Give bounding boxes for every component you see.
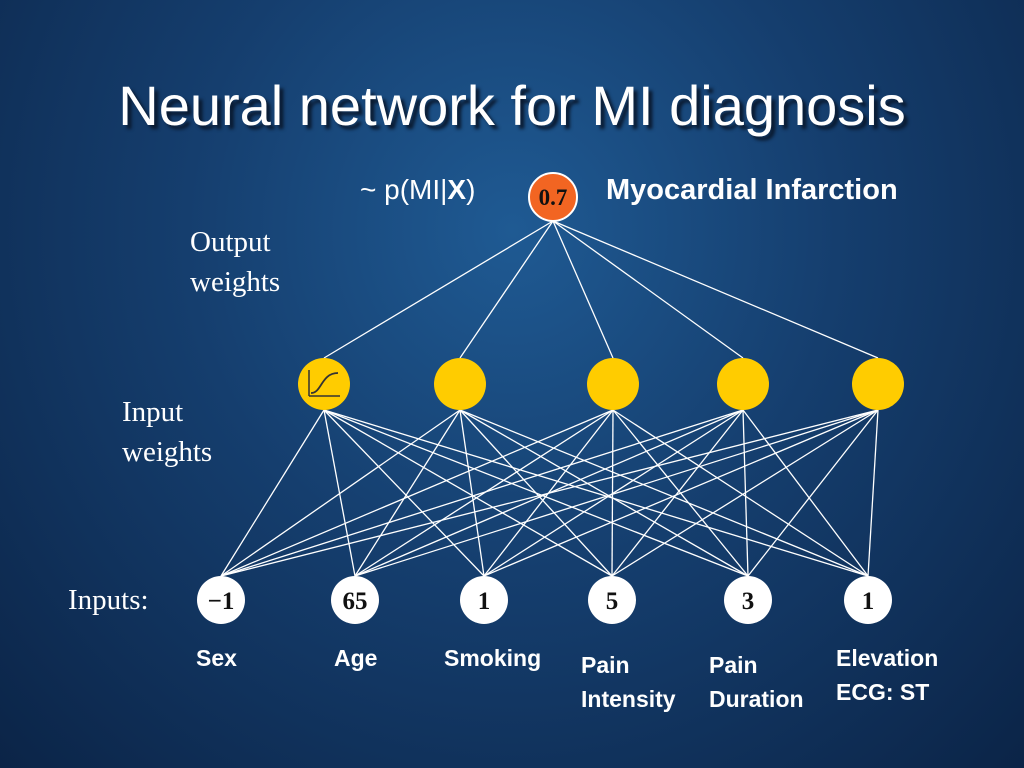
input-label-2: Age (334, 641, 377, 675)
output-node-value: 0.7 (539, 185, 568, 210)
input-weight-edge-h2-i3 (459, 409, 485, 577)
input-node-value-5: 3 (742, 588, 755, 615)
input-weight-edge-h1-i1 (220, 409, 325, 577)
input-weight-edge-h2-i2 (354, 409, 461, 577)
slide-title: Neural network for MI diagnosis (118, 74, 906, 137)
input-label-line2: ECG: ST (836, 679, 930, 705)
input-node-value-3: 1 (478, 588, 491, 615)
input-weight-edge-h5-i5 (747, 409, 879, 577)
hidden-node-4 (717, 358, 769, 410)
input-label-3: Smoking (444, 641, 541, 675)
input-label-line1: Sex (196, 645, 237, 671)
input-node-value-1: −1 (208, 588, 235, 615)
input-node-3 (460, 576, 508, 624)
input-label-line1: Pain (709, 652, 758, 678)
hidden-node-5 (852, 358, 904, 410)
input-label-line2: Intensity (581, 686, 676, 712)
input-weight-edge-h2-i4 (459, 409, 613, 577)
input-label-line1: Smoking (444, 645, 542, 671)
input-weight-edge-h3-i1 (220, 409, 614, 577)
input-label-line1: Elevation (836, 645, 939, 671)
output-node (528, 172, 578, 222)
sigmoid-curve-icon (310, 372, 339, 394)
input-node-value-4: 5 (606, 588, 619, 615)
input-label-1: Sex (196, 641, 237, 675)
probability-prefix: ~ p(MI| (360, 174, 448, 205)
input-weight-edge-h5-i6 (867, 409, 879, 577)
hidden-node-1 (298, 358, 350, 410)
input-weight-edge-h1-i4 (323, 409, 613, 577)
output-weight-edge-5 (552, 220, 879, 359)
hidden-node-3 (587, 358, 639, 410)
input-weight-edge-h5-i1 (220, 409, 879, 577)
input-node-1 (197, 576, 245, 624)
input-label-line1: Pain (581, 652, 630, 678)
output-weights-label-line2: weights (190, 266, 281, 298)
input-node-4 (588, 576, 636, 624)
input-weight-edge-h4-i3 (483, 409, 744, 577)
input-node-6 (844, 576, 892, 624)
input-weights-label-line2: weights (122, 436, 213, 468)
input-weight-edge-h5-i4 (611, 409, 879, 577)
output-name: Myocardial Infarction (606, 174, 898, 206)
probability-variable: X (447, 174, 467, 205)
input-label-line2: Duration (709, 686, 804, 712)
input-weight-edge-h2-i1 (220, 409, 461, 577)
output-weight-edge-2 (459, 220, 554, 359)
output-probability: ~ p(MI|X) (360, 174, 475, 206)
input-node-value-6: 1 (862, 588, 875, 615)
probability-suffix: ) (466, 174, 476, 205)
input-label-line1: Age (334, 645, 378, 671)
input-weight-edge-h1-i6 (323, 409, 869, 577)
input-weight-edge-h4-i1 (220, 409, 744, 577)
edges (220, 220, 879, 577)
output-weight-edge-4 (552, 220, 744, 359)
output-weight-edge-1 (323, 220, 554, 359)
hidden-node-2 (434, 358, 486, 410)
output-weights-label-line1: Output (190, 226, 271, 258)
input-weight-edge-h5-i2 (354, 409, 879, 577)
input-weight-edge-h4-i4 (611, 409, 744, 577)
input-weight-edge-h5-i3 (483, 409, 879, 577)
inputs-label: Inputs: (68, 584, 149, 616)
input-node-5 (724, 576, 772, 624)
input-weight-edge-h1-i3 (323, 409, 485, 577)
input-weight-edge-h2-i5 (459, 409, 749, 577)
input-node-2 (331, 576, 379, 624)
nodes: 0.7 −1 65 1 5 3 1 (197, 172, 904, 624)
output-weight-edge-3 (552, 220, 614, 359)
sigmoid-axes-icon (308, 370, 340, 397)
input-weight-edge-h4-i6 (742, 409, 869, 577)
input-node-value-2: 65 (343, 588, 368, 615)
input-weight-edge-h2-i6 (459, 409, 869, 577)
input-weights-label-line1: Input (122, 396, 184, 428)
